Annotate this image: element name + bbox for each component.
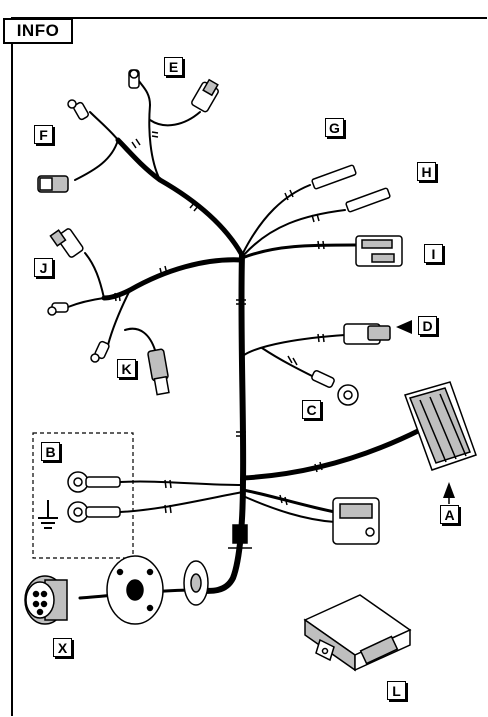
label-k: K [117,359,136,378]
label-j: J [34,258,53,277]
break-marks [114,131,325,514]
cable-clip [228,524,252,549]
connector-e [191,78,219,113]
label-d: D [418,316,437,335]
arrow-a [443,482,455,498]
diagram-frame [11,17,487,716]
label-h: H [417,162,436,181]
branch-j-connector-wire [84,252,105,299]
branch-f-wire [89,111,119,141]
branch-left [101,257,245,301]
label-b: B [41,442,60,461]
ground-group-box [32,432,134,559]
ground-symbol-icon [38,500,58,529]
info-tag: INFO [3,18,73,44]
label-f: F [34,125,53,144]
flat-terminals [311,164,391,213]
label-g: G [325,118,344,137]
label-l: L [387,681,406,700]
socket-k [90,340,110,363]
ground-wire-2 [119,491,244,513]
branch-a-wire [240,427,423,481]
connector-i [355,235,403,267]
small-connectors [37,78,219,396]
branch-upper-left [115,137,245,258]
branch-d-wire [243,334,346,356]
branch-k-wire [107,289,131,346]
ring-terminal-c [311,370,359,406]
label-i: I [424,244,443,263]
label-x: X [53,638,72,657]
ground-wire-1 [119,480,244,486]
bulb-sockets [47,69,140,363]
socket-j [47,302,69,316]
branch-f-connector-wire [74,139,119,181]
connector-f [37,175,69,193]
grommets [106,555,209,625]
connector-a [404,381,477,471]
box-connector-wire2 [242,495,336,523]
branch-c-wire [261,347,321,381]
ground-terminals [67,471,121,523]
branch-j-wire [67,297,105,308]
connector-j [49,228,84,258]
connector-k [147,348,170,396]
label-e: E [164,57,183,76]
label-c: C [302,400,321,419]
connector-x [24,575,68,625]
socket-e [128,69,140,89]
branch-i-wire [240,243,357,260]
branch-e-connector-wire [149,111,201,127]
arrow-d [396,320,412,334]
relay-connector [332,497,380,545]
connector-d [343,323,391,345]
branch-e-wire [148,104,161,181]
branch-k-connector-wire [124,327,156,351]
socket-f [67,99,89,121]
label-a: A [440,505,459,524]
branch-g-wire [241,184,311,256]
branch-h-wire [241,209,346,258]
control-unit-l [303,594,412,672]
